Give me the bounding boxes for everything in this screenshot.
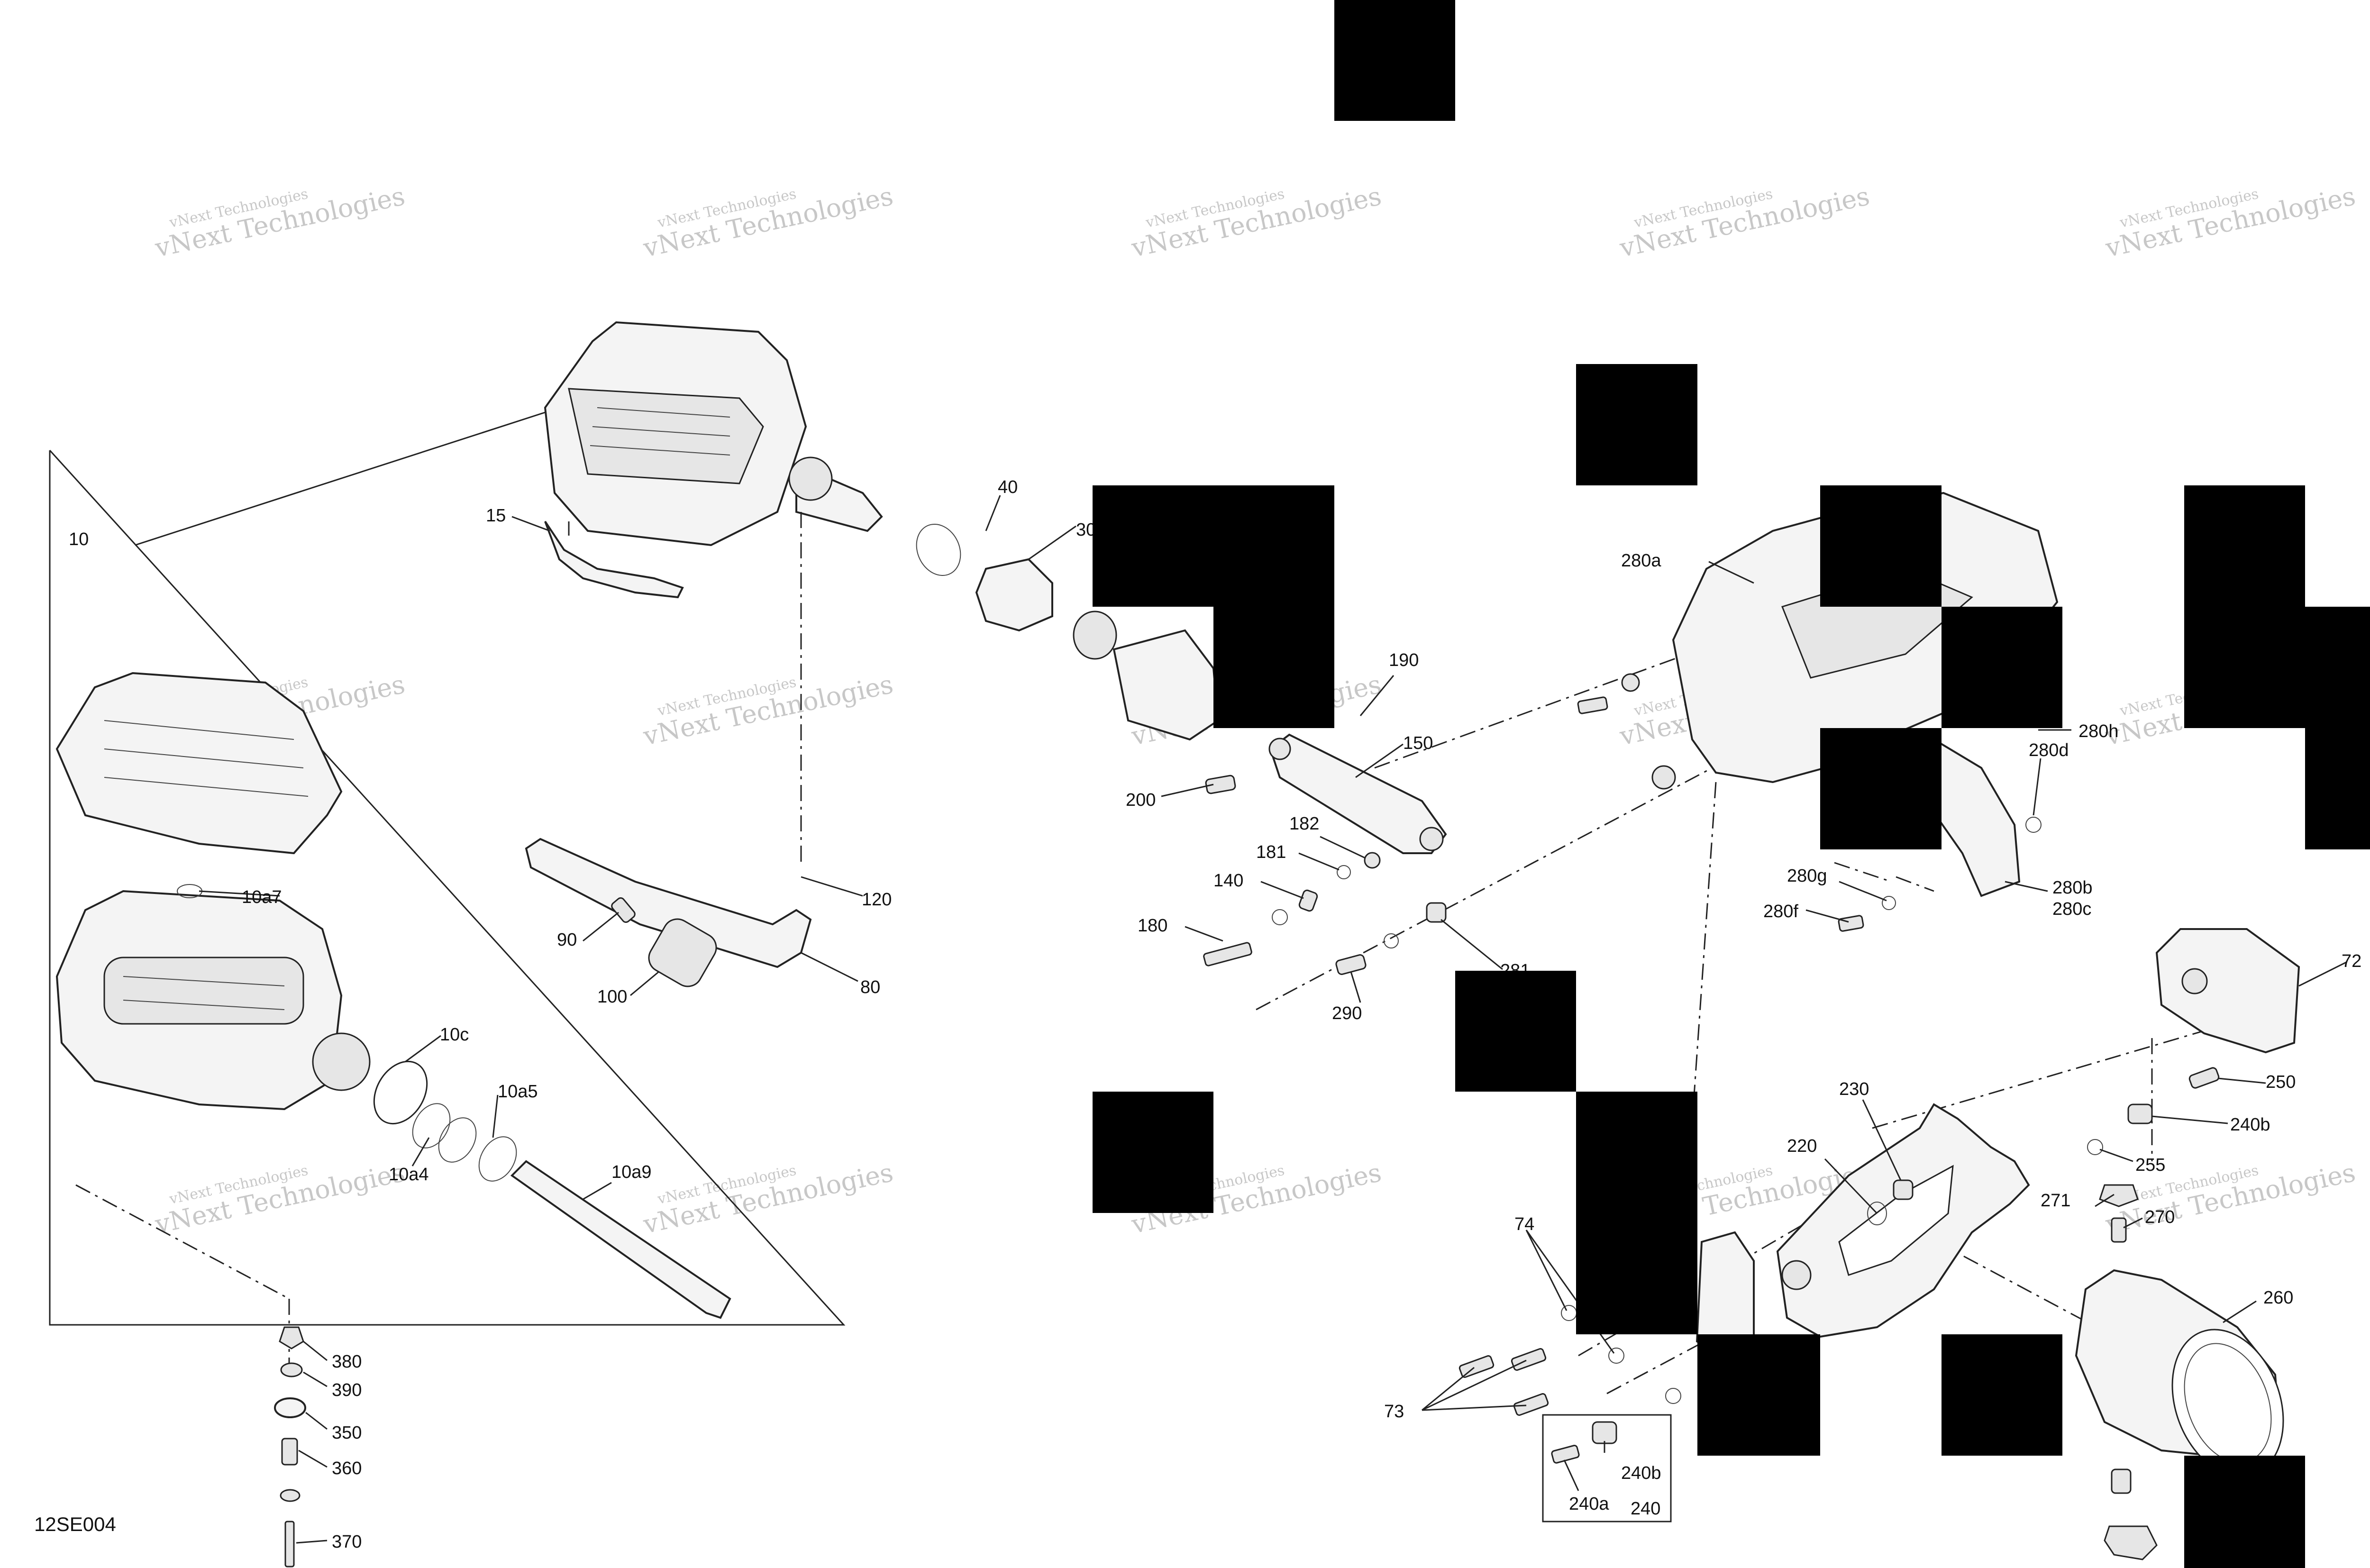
callout-280a: 280a <box>1621 551 1661 571</box>
redaction-blocks <box>1093 0 2370 1568</box>
callout-150: 150 <box>1403 733 1433 753</box>
redaction-block <box>2305 607 2370 849</box>
redaction-block <box>1697 1334 1820 1456</box>
redaction-block <box>1213 607 1334 728</box>
callout-182: 182 <box>1289 814 1319 834</box>
callout-72: 72 <box>2342 951 2361 971</box>
callouts: 10 15 40 30 10a7 10c 10a5 10a4 10a9 90 1… <box>69 477 2361 1552</box>
fasteners-central <box>1203 775 1447 975</box>
callout-10a7: 10a7 <box>242 887 282 907</box>
callout-250: 250 <box>2266 1072 2296 1092</box>
redaction-block <box>1576 1092 1697 1334</box>
kit-240-box <box>1542 1414 1672 1522</box>
actuator-motor-housing <box>544 321 883 547</box>
callout-100: 100 <box>597 987 627 1007</box>
callout-73: 73 <box>1384 1402 1404 1422</box>
callout-280c: 280c <box>2052 899 2091 919</box>
callout-280h: 280h <box>2078 721 2119 741</box>
callout-280f: 280f <box>1763 902 1798 921</box>
redaction-block <box>1093 1092 1213 1213</box>
bracket-72 <box>2155 928 2300 1054</box>
fastener-stack <box>274 1326 306 1568</box>
callout-190: 190 <box>1389 650 1419 670</box>
callout-240b-box: 240b <box>1621 1463 1661 1483</box>
callout-200: 200 <box>1126 790 1156 810</box>
callout-280g: 280g <box>1787 866 1827 886</box>
callout-10a5: 10a5 <box>498 1082 538 1102</box>
callout-350: 350 <box>332 1423 362 1443</box>
watermark: vNext Technologies vNext Technologies <box>2103 181 2358 263</box>
callout-290: 290 <box>1332 1003 1362 1023</box>
redaction-block <box>1576 364 1697 485</box>
callout-140: 140 <box>1213 871 1243 891</box>
callout-220: 220 <box>1787 1136 1817 1156</box>
callout-255: 255 <box>2135 1155 2165 1175</box>
callout-10c: 10c <box>440 1025 469 1045</box>
redaction-block <box>1820 485 1942 607</box>
callout-40: 40 <box>998 477 1018 497</box>
callout-390: 390 <box>332 1380 362 1400</box>
watermark: vNext Technologies vNext Technologies <box>152 181 408 263</box>
redaction-block <box>1942 1334 2062 1456</box>
callout-74: 74 <box>1514 1214 1534 1234</box>
callout-370: 370 <box>332 1532 362 1552</box>
redaction-block <box>2184 485 2305 728</box>
callout-280d: 280d <box>2029 740 2069 760</box>
redaction-block <box>1455 971 1576 1092</box>
callout-10a4: 10a4 <box>389 1165 429 1185</box>
redaction-block <box>1820 728 1942 849</box>
bracket-15 <box>511 516 684 599</box>
subassembly-10-frame <box>49 411 846 1326</box>
diagram-reference: 12SE004 <box>34 1513 116 1535</box>
watermark: vNext Technologies vNext Technologies <box>640 1158 896 1240</box>
housing-cover <box>55 672 343 855</box>
mount-bracket-left <box>1458 1231 1755 1416</box>
watermark: vNext Technologies vNext Technologies <box>152 1158 408 1240</box>
callout-380: 380 <box>332 1352 362 1372</box>
callout-270: 270 <box>2145 1207 2175 1227</box>
callout-230: 230 <box>1839 1079 1869 1099</box>
callout-120: 120 <box>862 890 892 910</box>
callout-240b-top: 240b <box>2230 1115 2270 1135</box>
link-arm-150 <box>1268 733 1447 854</box>
callout-15: 15 <box>486 506 506 526</box>
redaction-block <box>1942 607 2062 728</box>
redaction-block <box>2184 1456 2305 1568</box>
watermark: vNext Technologies vNext Technologies <box>640 181 896 263</box>
shift-lever-80 <box>525 838 812 987</box>
callout-181: 181 <box>1256 842 1286 862</box>
callout-240a: 240a <box>1569 1494 1609 1514</box>
redaction-block <box>1334 0 1455 121</box>
callout-10a9: 10a9 <box>611 1162 652 1182</box>
callout-180: 180 <box>1138 916 1167 936</box>
fasteners-right <box>2087 1067 2220 1243</box>
redaction-block <box>1093 485 1334 607</box>
callout-260: 260 <box>2263 1288 2293 1308</box>
callout-360: 360 <box>332 1459 362 1478</box>
leader-lines <box>199 495 2347 1544</box>
duct-260 <box>2075 1269 2284 1560</box>
watermark: vNext Technologies vNext Technologies <box>640 669 896 751</box>
seal-rings <box>177 884 517 1182</box>
callout-271: 271 <box>2041 1191 2070 1211</box>
watermark: vNext Technologies vNext Technologies <box>1129 181 1384 263</box>
callout-280b: 280b <box>2052 878 2093 898</box>
callout-240: 240 <box>1631 1499 1660 1519</box>
frame-230 <box>1776 1103 2030 1338</box>
callout-90: 90 <box>557 930 577 950</box>
watermark: vNext Technologies vNext Technologies <box>1617 181 1872 263</box>
motor-body <box>55 890 371 1111</box>
shaft-10a9 <box>510 1160 731 1319</box>
callout-80: 80 <box>860 977 880 997</box>
callout-10: 10 <box>69 529 89 549</box>
